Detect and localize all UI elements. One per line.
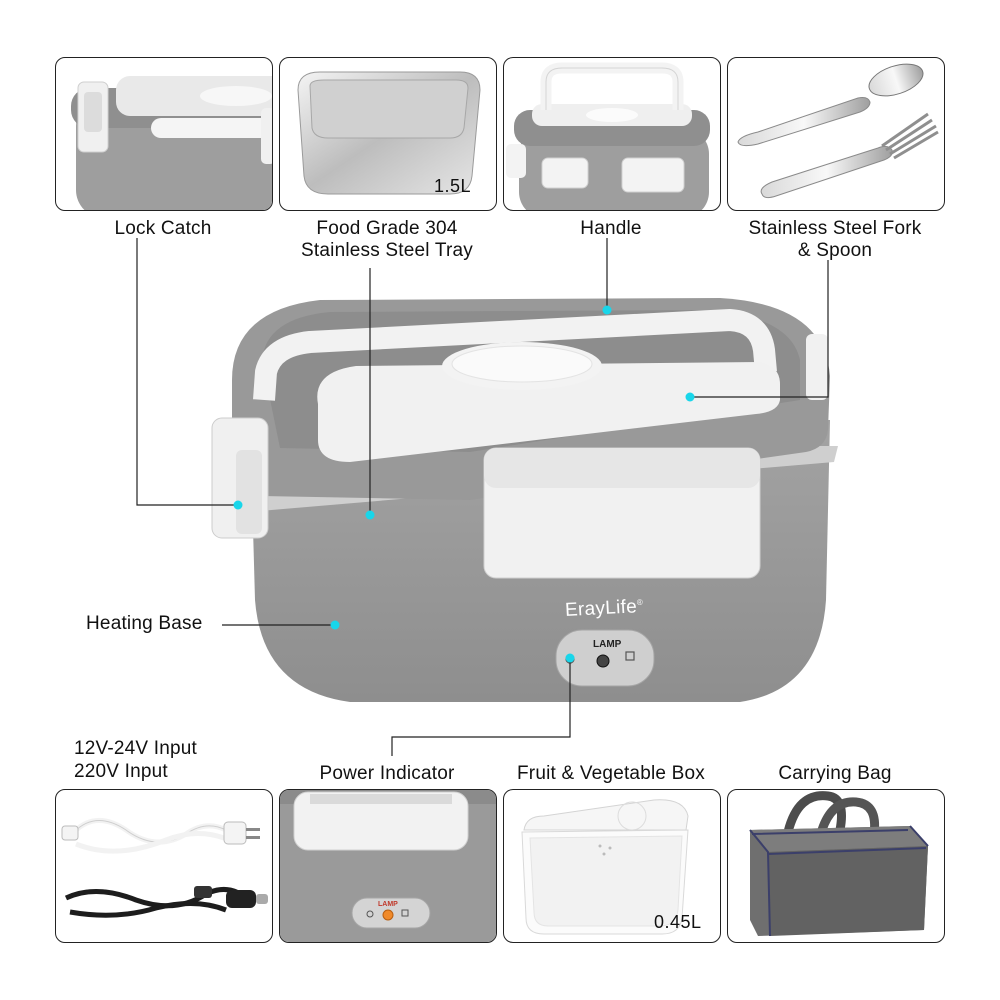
cutlery-dot — [685, 392, 695, 402]
fork-spoon-image — [737, 63, 939, 199]
power-indicator-image — [280, 790, 496, 942]
cutlery-tile — [727, 57, 945, 211]
handle-label: Handle — [580, 218, 642, 239]
indicator-lamp-label: LAMP — [378, 901, 398, 908]
input-label-2: 220V Input — [74, 761, 168, 782]
power-indicator-tile: LAMP — [279, 789, 497, 943]
handle-dot — [602, 305, 612, 315]
lock-catch-tile — [55, 57, 273, 211]
heating-base-label: Heating Base — [86, 613, 203, 634]
power-indicator-label: Power Indicator — [319, 763, 455, 784]
brand-logo: ErayLife® — [564, 596, 644, 622]
lock-catch-dot — [233, 500, 243, 510]
carrying-bag-label: Carrying Bag — [778, 763, 892, 784]
fruit-box-volume: 0.45L — [654, 912, 702, 932]
lock-catch-image — [71, 76, 272, 210]
power-cords-tile — [55, 789, 273, 943]
cutlery-label-1: Stainless Steel Fork — [748, 218, 922, 239]
power-indicator-dot — [565, 653, 575, 663]
callout-dots — [233, 305, 695, 663]
tray-tile: 1.5L — [279, 57, 497, 211]
carrying-bag-image — [749, 791, 929, 937]
lamp-label: LAMP — [593, 639, 622, 650]
heating-base-dot — [330, 620, 340, 630]
fruit-box-image — [521, 799, 689, 935]
lock-catch-label: Lock Catch — [114, 218, 212, 239]
handle-image — [506, 62, 710, 210]
lamp-light-on — [382, 909, 394, 921]
carrying-bag-tile — [727, 789, 945, 943]
fruit-box-label: Fruit & Vegetable Box — [517, 763, 705, 784]
tray-label-1: Food Grade 304 — [316, 218, 458, 239]
handle-tile — [503, 57, 721, 211]
lid-handle — [253, 309, 777, 401]
tray-label-2: Stainless Steel Tray — [301, 240, 473, 261]
cutlery-slot — [317, 362, 780, 462]
fruit-box-tile: 0.45L — [503, 789, 721, 943]
tray-volume: 1.5L — [434, 176, 472, 196]
steel-tray-image — [297, 71, 481, 195]
input-label-1: 12V-24V Input — [74, 738, 198, 759]
tray-dot — [365, 510, 375, 520]
lamp-indicator — [596, 654, 610, 668]
power-cords-image — [61, 818, 268, 918]
cutlery-label-2: & Spoon — [797, 240, 873, 261]
callout-lines — [136, 238, 829, 756]
